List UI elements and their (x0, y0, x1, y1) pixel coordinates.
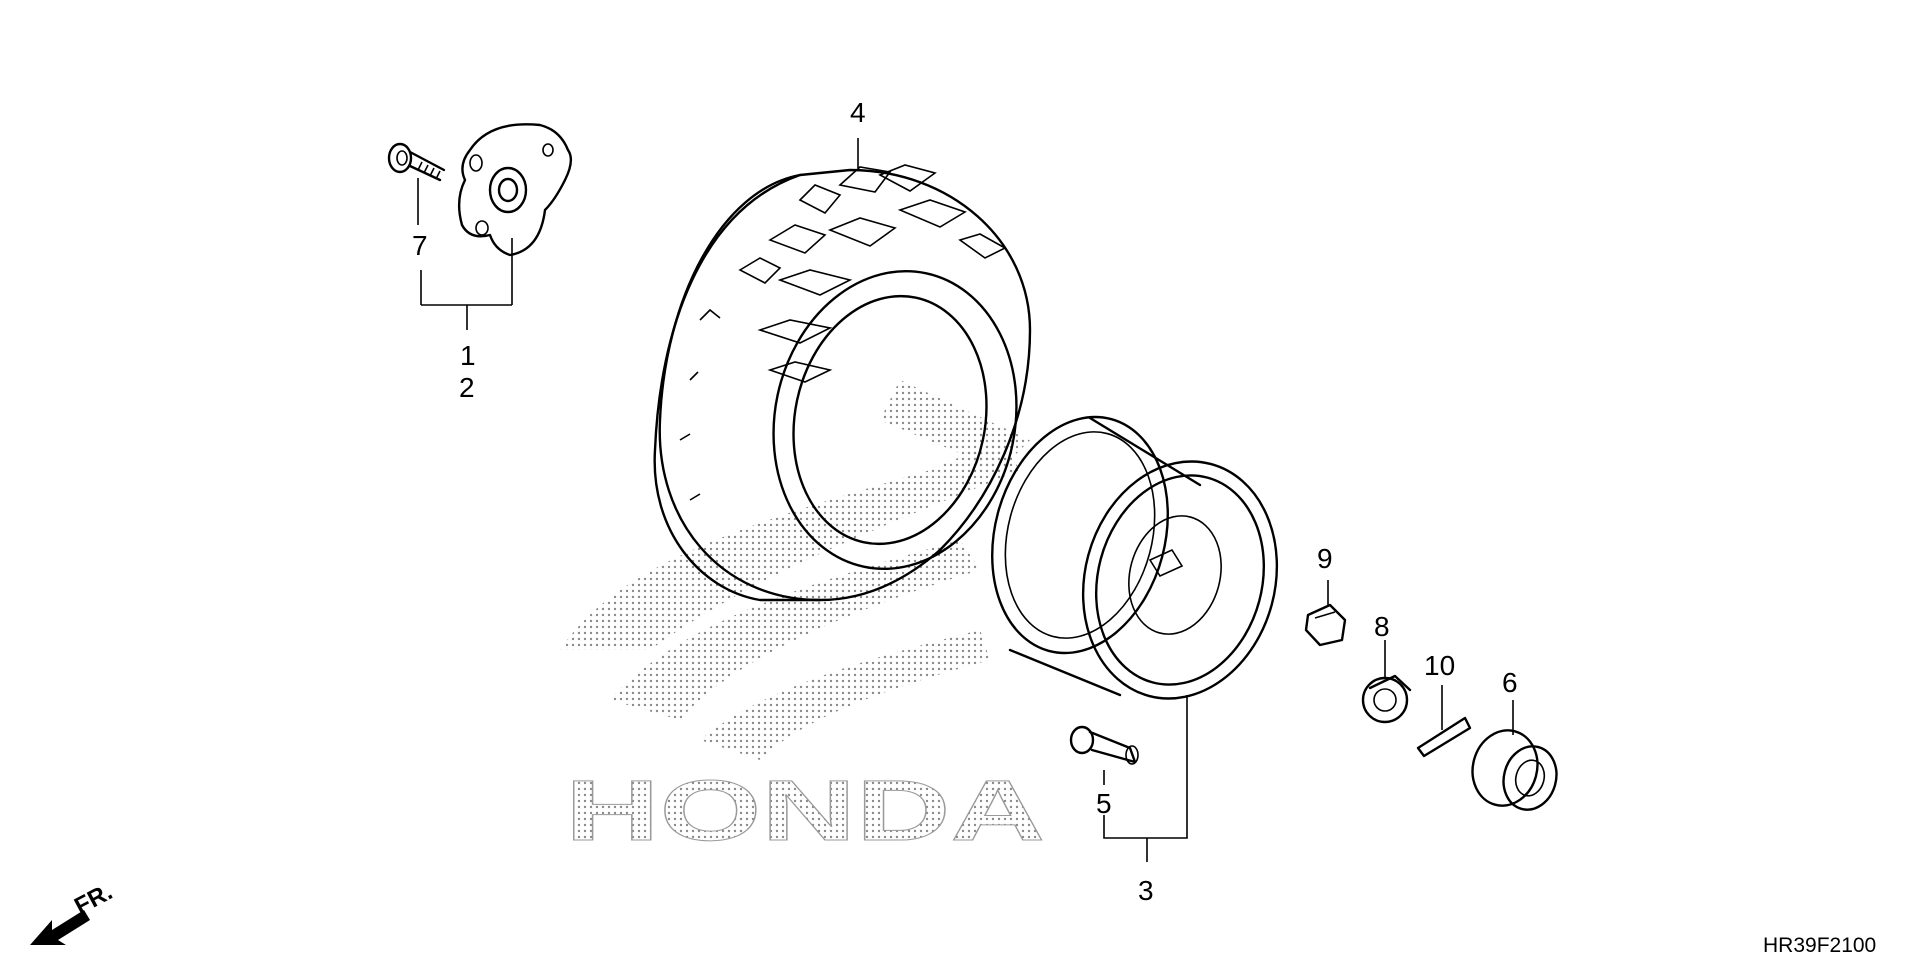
callout-7-label: 7 (412, 230, 428, 261)
callout-2-label: 2 (459, 372, 475, 403)
wheel-rim-part (991, 415, 1279, 700)
cap-part (1304, 603, 1347, 647)
cotter-pin-part (1416, 716, 1472, 758)
front-direction-arrow-icon (30, 910, 90, 945)
direction-label: FR. (70, 878, 117, 920)
wheel-cap-part (1471, 729, 1558, 811)
wheel-hub-part (457, 123, 573, 257)
honda-wing-watermark (560, 380, 1030, 760)
atv-tire-part (653, 164, 1032, 602)
callout-10-label: 10 (1424, 650, 1455, 681)
drawing-code: HR39F2100 (1763, 934, 1876, 957)
callout-9-label: 9 (1317, 543, 1333, 574)
valve-stem-part (1069, 725, 1139, 765)
callout-6-label: 6 (1502, 667, 1518, 698)
callout-3-label: 3 (1138, 875, 1154, 906)
callout-1-label: 1 (460, 340, 476, 371)
callout-5-label: 5 (1096, 788, 1112, 819)
castle-nut-part (1361, 674, 1412, 724)
callout-4-label: 4 (850, 97, 866, 128)
wheel-bolt-part (387, 142, 446, 182)
honda-watermark-text: HONDA (565, 763, 1045, 859)
callout-8-label: 8 (1374, 611, 1390, 642)
leader-lines (417, 138, 1514, 862)
